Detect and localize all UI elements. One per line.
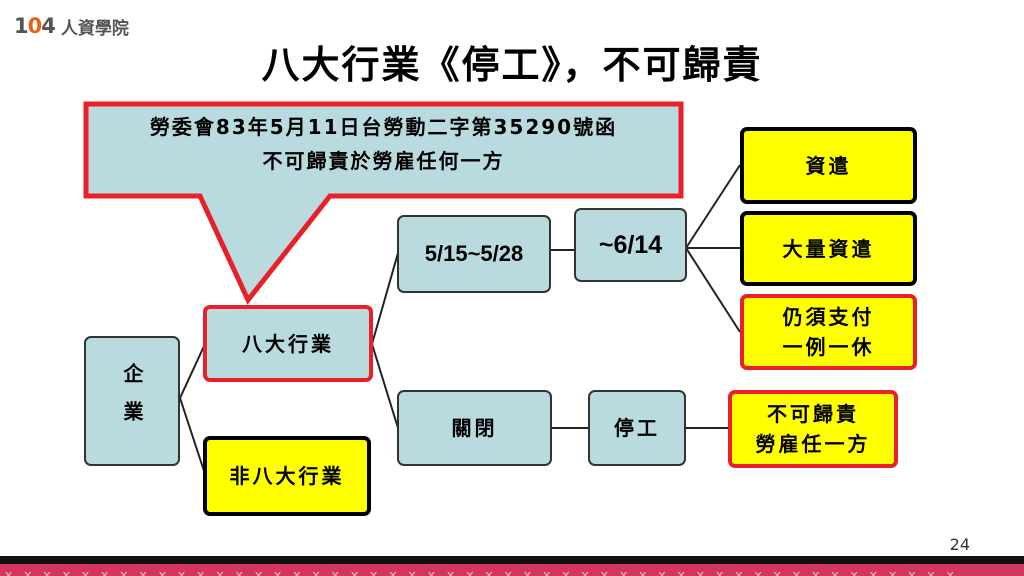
still-pay-line1: 仍須支付 <box>782 305 875 329</box>
logo-text: 人資學院 <box>60 18 129 39</box>
still-pay-line2: 一例一休 <box>782 335 875 359</box>
node-period: 5/15~5/28 <box>397 215 551 293</box>
callout-text: 勞委會83年5月11日台勞動二字第35290號函 不可歸責於勞雇任何一方 <box>86 110 681 178</box>
node-enterprise: 企業 <box>84 336 180 466</box>
footer-black-bar <box>0 556 1024 564</box>
slide-title: 八大行業《停工》，不可歸責 <box>261 43 763 87</box>
node-severance: 資遣 <box>740 127 917 204</box>
callout-line2: 不可歸責於勞雇任何一方 <box>262 149 505 173</box>
edge-eight-closed <box>371 343 399 429</box>
not-attributable-line2: 勞雇任一方 <box>755 432 871 456</box>
page-number: 24 <box>949 535 970 554</box>
node-still-pay: 仍須支付 一例一休 <box>740 294 917 370</box>
footer-pink-bar: ✕✕✕✕✕✕✕✕✕✕✕✕✕✕✕✕✕✕✕✕✕✕✕✕✕✕✕✕✕✕✕✕✕✕✕✕✕✕✕✕… <box>0 564 1024 576</box>
node-until: ~6/14 <box>574 208 687 282</box>
node-not-attributable: 不可歸責 勞雇任一方 <box>728 390 898 468</box>
logo-number: 104 <box>14 14 56 38</box>
edge-until-pay <box>685 247 741 333</box>
edge-until-severance <box>685 164 741 249</box>
callout-bubble <box>83 101 684 305</box>
edge-enterprise-eight <box>179 343 206 399</box>
footer-pattern: ✕✕✕✕✕✕✕✕✕✕✕✕✕✕✕✕✕✕✕✕✕✕✕✕✕✕✕✕✕✕✕✕✕✕✕✕✕✕✕✕… <box>4 569 965 576</box>
node-mass-severance: 大量資遣 <box>740 211 917 286</box>
edge-eight-period <box>371 252 399 345</box>
node-eight-industries: 八大行業 <box>203 305 373 382</box>
callout-line1: 勞委會83年5月11日台勞動二字第35290號函 <box>149 115 618 139</box>
brand-logo: 104 人資學院 <box>14 12 129 40</box>
not-attributable-line1: 不可歸責 <box>767 402 859 426</box>
node-stop-work: 停工 <box>588 390 686 466</box>
node-non-eight-industries: 非八大行業 <box>203 436 371 516</box>
edge-enterprise-noneight <box>179 397 206 475</box>
node-closed: 關閉 <box>397 390 552 466</box>
